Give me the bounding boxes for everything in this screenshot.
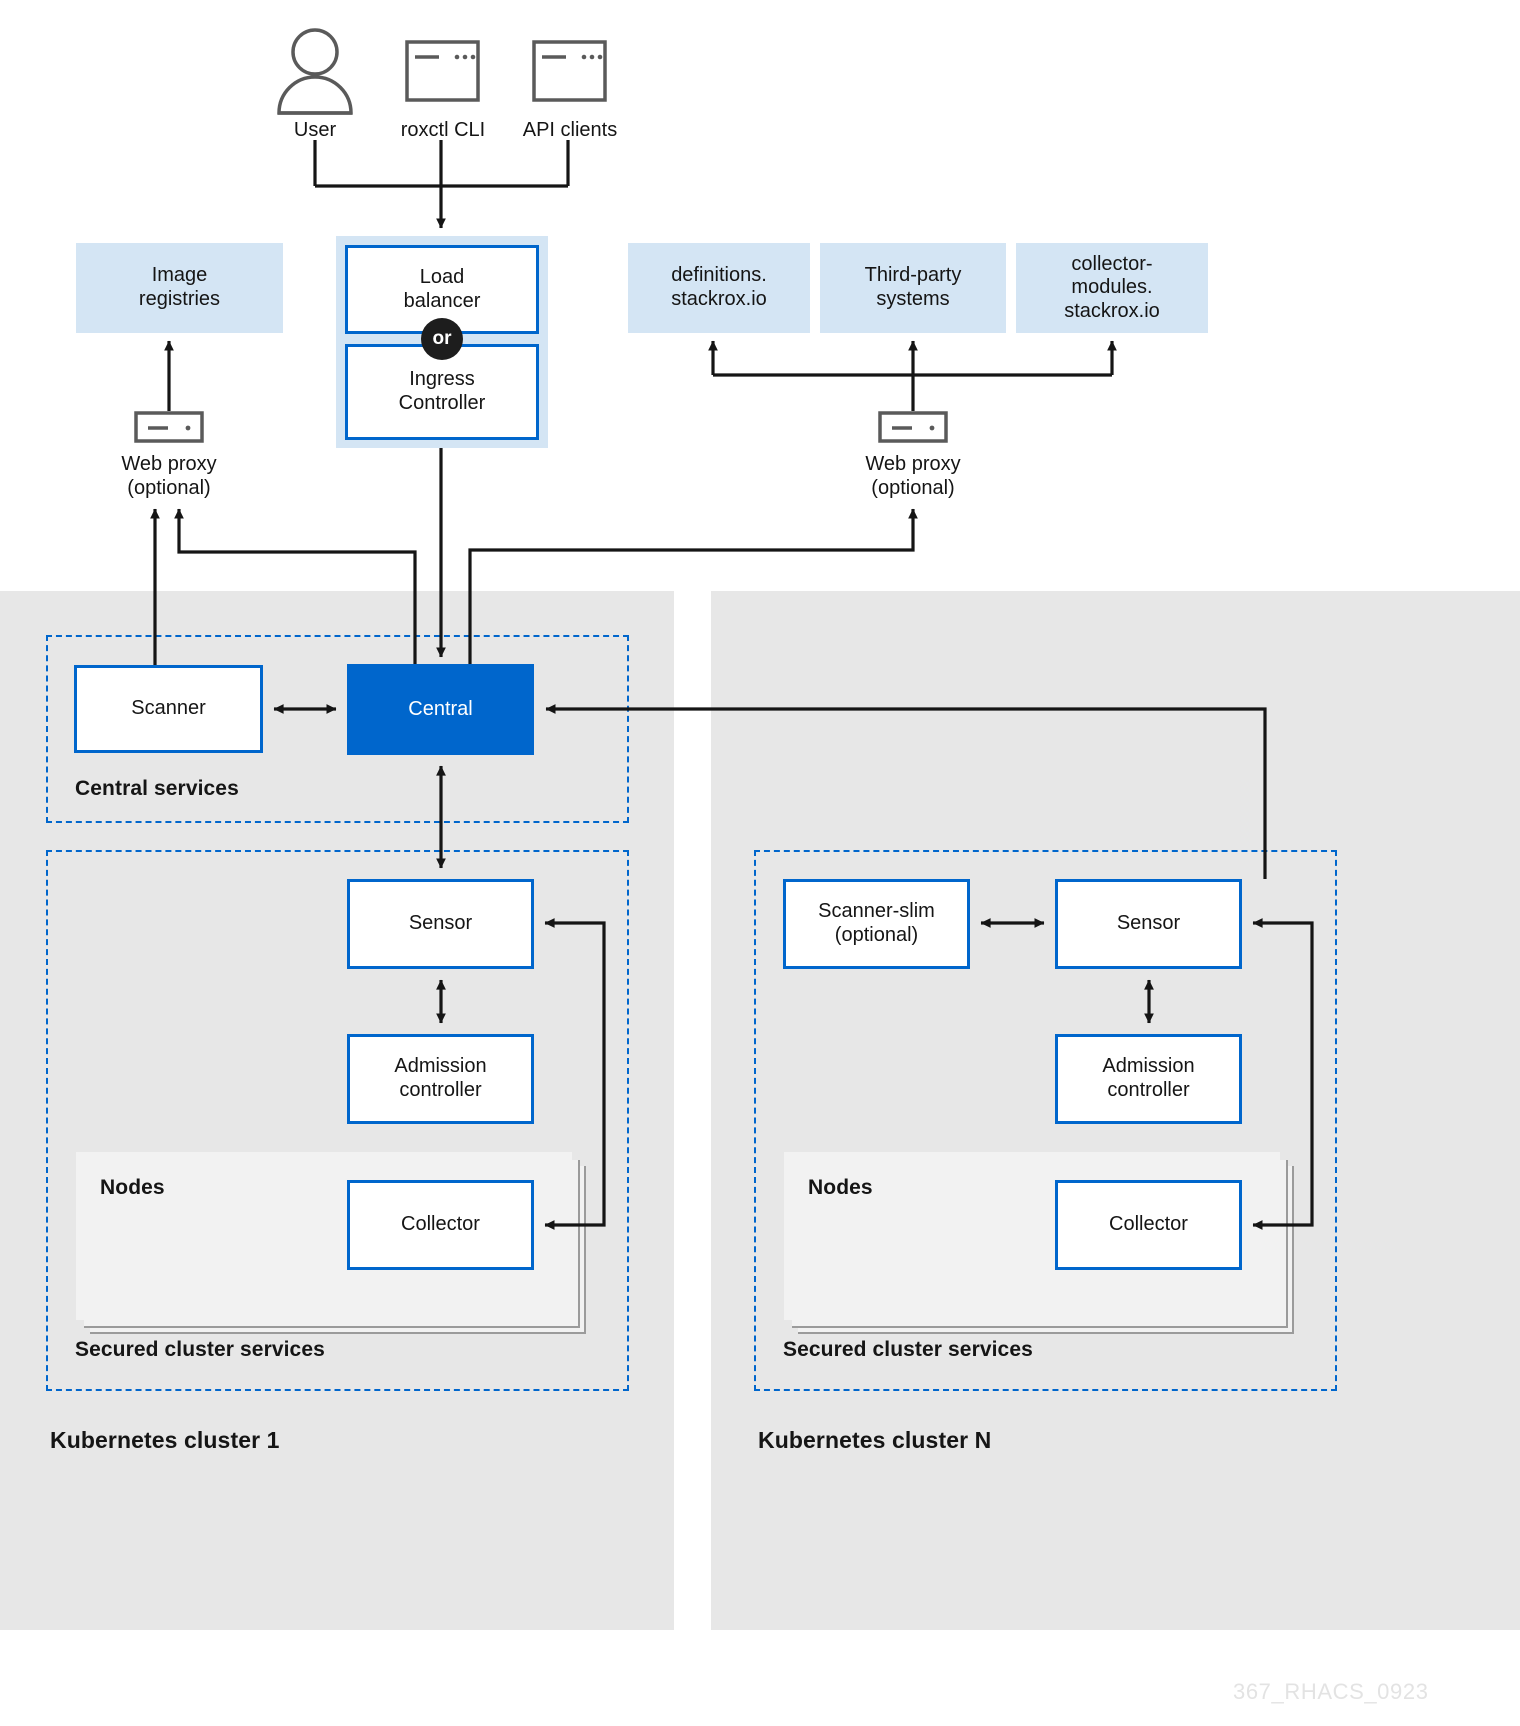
- external-image-registries-label: Image registries: [138, 264, 221, 310]
- terminal-window-icon: [405, 40, 480, 102]
- proxy-device-icon: [878, 411, 948, 443]
- client-roxctl-label: roxctl CLI: [400, 119, 486, 141]
- nodes-label-1: Nodes: [100, 1176, 165, 1199]
- scanner-slim-box-n: Scanner-slim (optional): [783, 879, 970, 969]
- external-definitions-label: definitions. stackrox.io: [671, 264, 767, 310]
- web-proxy-left-label: Web proxy (optional): [121, 453, 217, 499]
- scanner-label: Scanner: [131, 697, 206, 720]
- client-api-label: API clients: [522, 119, 618, 141]
- client-roxctl: [405, 40, 480, 102]
- external-collector-modules: collector- modules. stackrox.io: [1016, 243, 1208, 333]
- secured-cluster-services-zone-1-label: Secured cluster services: [75, 1338, 325, 1361]
- client-user: [273, 25, 357, 115]
- sensor-box-1: Sensor: [347, 879, 534, 969]
- scanner-box: Scanner: [74, 665, 263, 753]
- sensor-label-1: Sensor: [408, 912, 473, 935]
- terminal-window-icon: [532, 40, 607, 102]
- collector-label-n: Collector: [1109, 1213, 1188, 1236]
- client-api: [532, 40, 607, 102]
- web-proxy-right-label: Web proxy (optional): [865, 453, 961, 499]
- scanner-slim-label-n: Scanner-slim (optional): [818, 900, 935, 946]
- admission-controller-label-1: Admission controller: [394, 1055, 487, 1101]
- cluster-1-title: Kubernetes cluster 1: [50, 1427, 280, 1453]
- cluster-n-title: Kubernetes cluster N: [758, 1427, 992, 1453]
- client-user-label: User: [293, 119, 337, 141]
- admission-controller-label-n: Admission controller: [1102, 1055, 1195, 1101]
- external-definitions-stackrox: definitions. stackrox.io: [628, 243, 810, 333]
- web-proxy-right: [878, 411, 948, 443]
- web-proxy-left: [134, 411, 204, 443]
- external-image-registries: Image registries: [76, 243, 283, 333]
- nodes-label-n: Nodes: [808, 1176, 873, 1199]
- collector-box-n: Collector: [1055, 1180, 1242, 1270]
- user-icon: [277, 28, 353, 115]
- central-box: Central: [347, 664, 534, 755]
- admission-controller-box-n: Admission controller: [1055, 1034, 1242, 1124]
- external-collector-modules-label: collector- modules. stackrox.io: [1064, 252, 1160, 322]
- external-third-party-label: Third-party systems: [864, 264, 962, 310]
- collector-label-1: Collector: [401, 1213, 480, 1236]
- ingress-controller-label: Ingress Controller: [398, 368, 486, 414]
- or-badge: or: [421, 318, 463, 360]
- external-third-party-systems: Third-party systems: [820, 243, 1006, 333]
- collector-box-1: Collector: [347, 1180, 534, 1270]
- secured-cluster-services-zone-n-label: Secured cluster services: [783, 1338, 1033, 1361]
- admission-controller-box-1: Admission controller: [347, 1034, 534, 1124]
- watermark: 367_RHACS_0923: [1233, 1679, 1429, 1704]
- central-services-zone-label: Central services: [75, 777, 239, 800]
- sensor-label-n: Sensor: [1116, 912, 1181, 935]
- proxy-device-icon: [134, 411, 204, 443]
- central-label: Central: [408, 697, 473, 720]
- secured-cluster-services-zone-1: [46, 850, 629, 1391]
- sensor-box-n: Sensor: [1055, 879, 1242, 969]
- load-balancer-label: Load balancer: [403, 265, 481, 312]
